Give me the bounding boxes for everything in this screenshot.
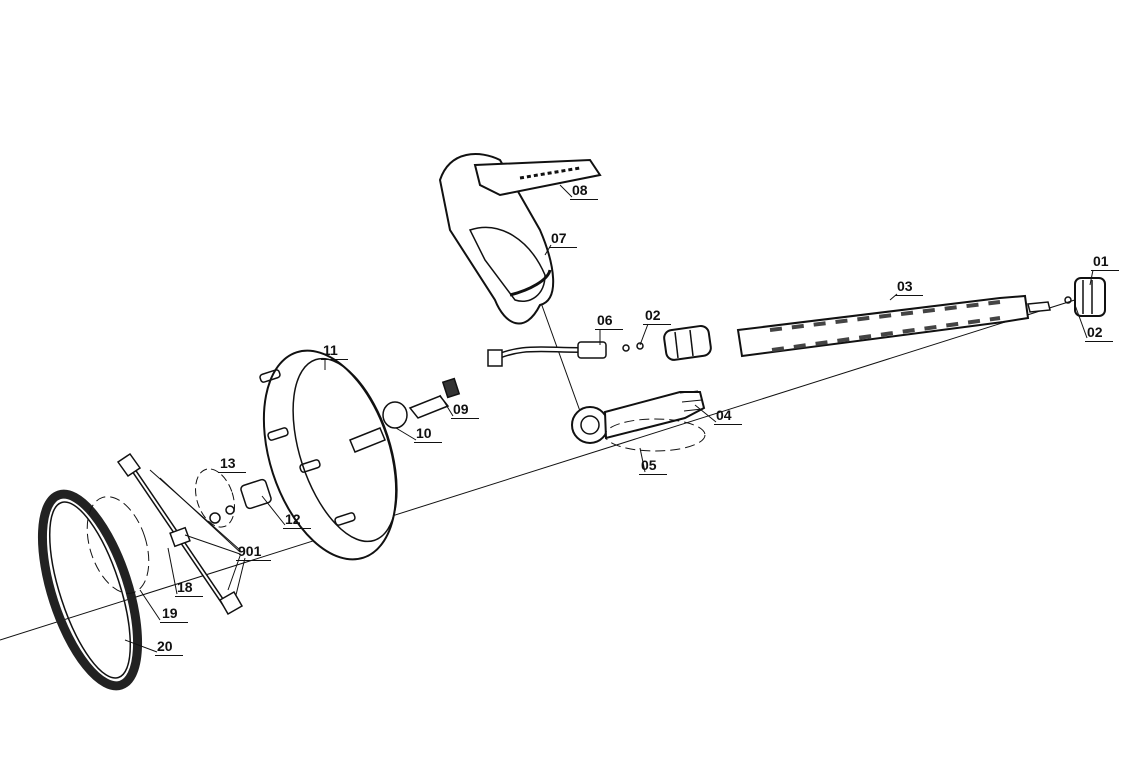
label-02a: 02 <box>643 308 671 325</box>
label-18: 18 <box>175 580 203 597</box>
part-13-ring <box>195 468 235 528</box>
part-02-nut <box>663 324 712 361</box>
label-03: 03 <box>895 279 923 296</box>
label-04: 04 <box>714 408 742 425</box>
part-01-cap <box>1064 277 1106 317</box>
label-07: 07 <box>549 231 577 248</box>
part-19-ring <box>86 496 150 594</box>
part-04-elbow <box>571 390 706 444</box>
part-07-gun-handle <box>438 153 555 325</box>
part-20-wheel <box>37 489 143 691</box>
label-01: 01 <box>1091 254 1119 271</box>
label-19: 19 <box>160 606 188 623</box>
part-06-pipe <box>487 341 644 367</box>
label-10: 10 <box>414 426 442 443</box>
label-901: 901 <box>236 544 272 561</box>
label-20: 20 <box>155 639 183 656</box>
part-11-housing <box>259 349 398 561</box>
part-05-ring <box>604 418 706 452</box>
label-05: 05 <box>639 458 667 475</box>
label-13: 13 <box>218 456 246 473</box>
part-18-spray-bar <box>116 452 244 616</box>
leader-lines <box>124 184 1094 653</box>
part-03-lance <box>736 294 1051 358</box>
label-08: 08 <box>570 183 598 200</box>
label-02b: 02 <box>1085 325 1113 342</box>
label-06: 06 <box>595 313 623 330</box>
part-901-leaders <box>149 469 246 596</box>
part-08-trigger <box>473 158 602 197</box>
part-09-nipple <box>408 377 461 419</box>
part-10-washer <box>382 401 408 429</box>
label-12: 12 <box>283 512 311 529</box>
label-09: 09 <box>451 402 479 419</box>
label-11: 11 <box>321 343 348 360</box>
gun-axis <box>539 299 586 426</box>
part-12-connector <box>209 478 272 524</box>
assembly-axis <box>0 291 1101 641</box>
